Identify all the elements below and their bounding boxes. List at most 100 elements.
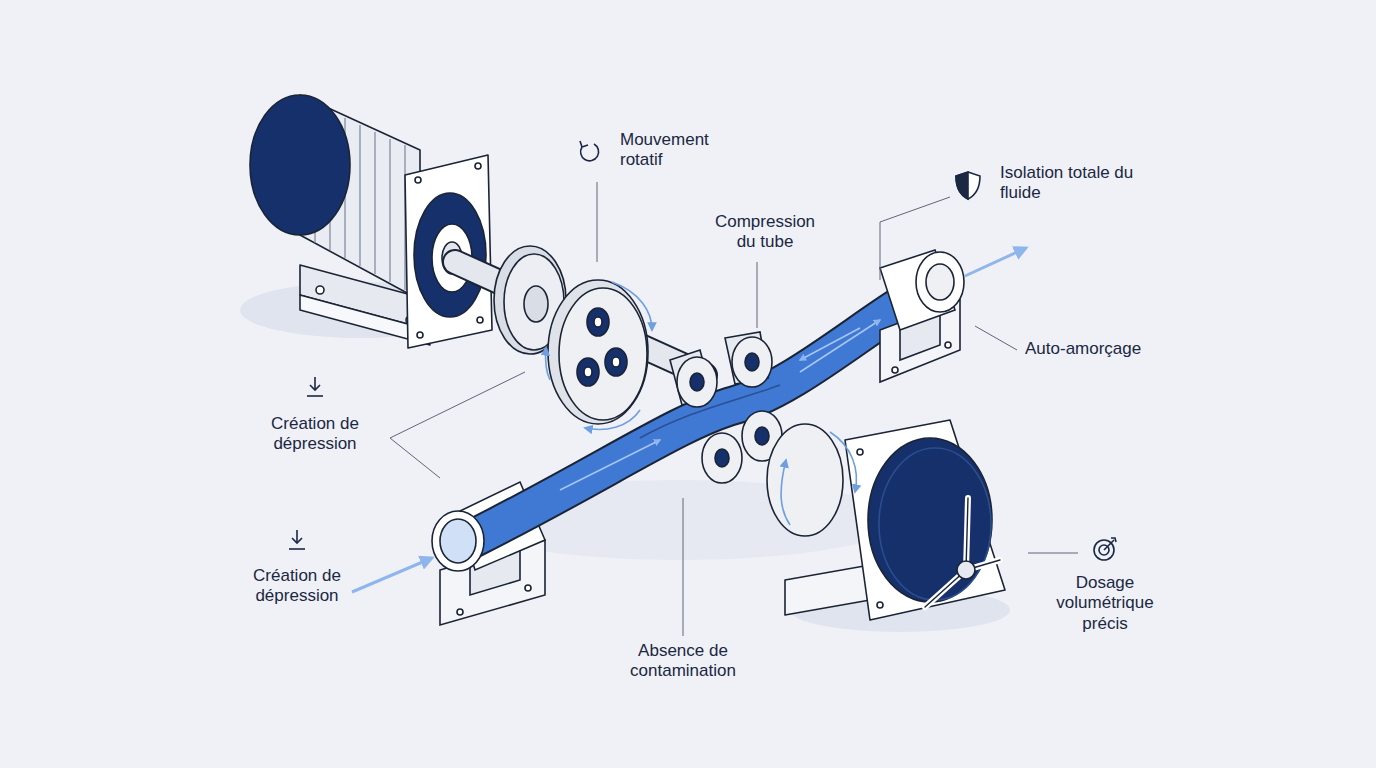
rotation-arrow bbox=[781, 432, 856, 525]
feature-label: Création de dépression bbox=[250, 414, 380, 455]
feature-label: Mouvement rotatif bbox=[620, 130, 740, 171]
stepper-motor bbox=[925, 498, 1000, 607]
pressure-rollers bbox=[670, 332, 782, 483]
feature-label: Compression du tube bbox=[705, 212, 825, 253]
rotation-icon bbox=[580, 141, 599, 161]
flow-arrow bbox=[352, 558, 432, 592]
stepper-motor bbox=[966, 498, 968, 570]
coupling-disc bbox=[524, 286, 548, 322]
download-icon bbox=[289, 377, 323, 549]
stepper-motor bbox=[868, 438, 992, 602]
flexible-tube bbox=[470, 300, 910, 540]
shield-icon bbox=[956, 172, 968, 199]
download-icon bbox=[314, 377, 316, 390]
rotor-disc bbox=[577, 358, 599, 386]
pressure-rollers bbox=[732, 337, 772, 387]
rotor-disc bbox=[612, 357, 620, 367]
stepper-motor bbox=[957, 561, 975, 579]
leader-line bbox=[597, 182, 598, 262]
flow-arrow bbox=[965, 248, 1026, 276]
flexible-tube bbox=[800, 328, 860, 360]
shield-icon bbox=[956, 172, 980, 199]
stepper-motor bbox=[767, 424, 843, 536]
stepper-motor bbox=[767, 420, 1005, 620]
drive-motor bbox=[374, 132, 375, 274]
inlet-fitting-front bbox=[432, 511, 484, 571]
feature-label: Isolation totale du fluide bbox=[1000, 163, 1135, 204]
rotor-disc bbox=[559, 288, 647, 420]
rotor-disc bbox=[584, 367, 592, 377]
leader-line bbox=[880, 197, 950, 280]
outlet-fitting bbox=[880, 250, 964, 382]
leader-line bbox=[390, 372, 525, 478]
outlet-fitting bbox=[916, 252, 964, 312]
target-icon bbox=[1111, 538, 1116, 542]
pressure-rollers bbox=[702, 433, 742, 483]
outlet-fitting bbox=[892, 367, 898, 373]
rotation-arrow bbox=[781, 460, 790, 525]
rotor-disc bbox=[605, 348, 627, 376]
stepper-motor bbox=[966, 498, 968, 570]
drive-motor bbox=[415, 177, 421, 183]
stepper-motor bbox=[785, 565, 870, 615]
flexible-tube bbox=[800, 320, 880, 372]
drive-motor bbox=[475, 163, 481, 169]
rotation-arrow bbox=[585, 410, 640, 429]
stepper-motor bbox=[877, 602, 883, 608]
inlet-fitting bbox=[457, 609, 463, 615]
drive-motor bbox=[250, 95, 350, 235]
flexible-tube bbox=[470, 300, 910, 540]
drive-motor bbox=[359, 125, 360, 266]
outlet-fitting bbox=[945, 342, 951, 348]
rotation-arrow bbox=[830, 432, 856, 492]
pressure-rollers bbox=[677, 357, 717, 407]
stepper-motor bbox=[857, 449, 863, 455]
drive-motor bbox=[389, 139, 390, 282]
feature-label: Auto-amorçage bbox=[1025, 339, 1141, 359]
feature-label: Dosage volumétrique précis bbox=[1040, 573, 1170, 634]
ground-shadow bbox=[240, 282, 1010, 632]
inlet-fitting-front bbox=[432, 511, 484, 571]
target-icon bbox=[1094, 540, 1114, 560]
drive-motor bbox=[316, 286, 324, 294]
rotor-disc bbox=[587, 308, 609, 336]
flexible-tube bbox=[560, 440, 660, 490]
pressure-rollers bbox=[690, 373, 704, 391]
target-icon bbox=[1104, 540, 1114, 550]
stepper-motor bbox=[925, 498, 1000, 607]
inlet-fitting bbox=[525, 585, 531, 591]
outlet-fitting bbox=[926, 264, 954, 300]
pressure-rollers bbox=[745, 353, 759, 371]
pressure-rollers bbox=[755, 427, 769, 445]
feature-label: Création de dépression bbox=[232, 566, 362, 607]
leader-line bbox=[683, 498, 684, 636]
leader-line bbox=[1028, 553, 1078, 554]
leader-line bbox=[757, 262, 758, 328]
stepper-motor bbox=[845, 420, 1005, 620]
drive-motor bbox=[250, 95, 492, 348]
drive-motor bbox=[417, 332, 423, 338]
shield-icon bbox=[956, 172, 980, 199]
rotor-disc bbox=[594, 317, 602, 327]
download-icon bbox=[292, 538, 302, 543]
download-icon bbox=[310, 385, 320, 390]
stepper-motor bbox=[879, 448, 991, 600]
inlet-fitting-front bbox=[440, 519, 476, 563]
download-icon bbox=[289, 548, 305, 550]
target-icon bbox=[1094, 538, 1116, 560]
feature-label: Absence de contamination bbox=[608, 641, 758, 682]
rotation-icon bbox=[580, 141, 588, 147]
rotation-arrow bbox=[545, 348, 550, 380]
download-icon bbox=[296, 530, 298, 543]
rotor-disc bbox=[548, 280, 648, 424]
pressure-rollers bbox=[715, 449, 729, 467]
rotation-arrow bbox=[545, 282, 652, 429]
leader-line bbox=[390, 182, 1078, 636]
rotation-arrow bbox=[612, 282, 652, 330]
rotor-disc bbox=[548, 280, 648, 424]
flow-arrow bbox=[352, 248, 1026, 592]
flexible-tube bbox=[470, 300, 910, 540]
download-icon bbox=[307, 395, 323, 397]
leader-line bbox=[975, 326, 1017, 350]
